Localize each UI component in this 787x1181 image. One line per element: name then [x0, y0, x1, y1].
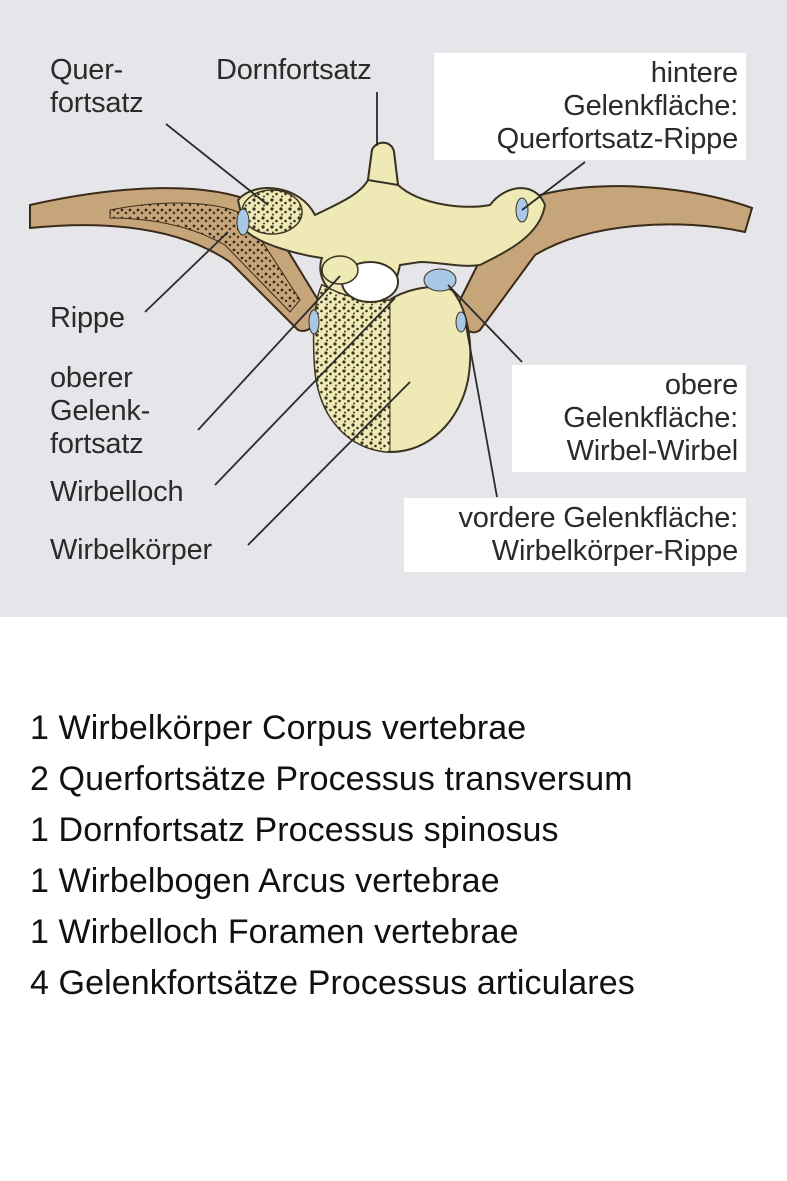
left-transverse-spongy — [241, 189, 303, 235]
vertebral-body-spongy — [313, 284, 391, 453]
anatomy-list: 1 Wirbelkörper Corpus vertebrae 2 Querfo… — [30, 703, 635, 1009]
label-hintere-gelenkflaeche: hintere Gelenkfläche: Querfortsatz-Rippe — [434, 53, 746, 160]
leader-lines — [144, 92, 586, 546]
list-item: 1 Wirbelbogen Arcus vertebrae — [30, 862, 500, 900]
list-item: 1 Wirbelkörper Corpus vertebrae — [30, 709, 527, 747]
label-vordere-gelenkflaeche: vordere Gelenkfläche: Wirbelkörper-Rippe — [404, 498, 746, 572]
list-item: 4 Gelenkfortsätze Processus articulares — [30, 964, 635, 1002]
label-oberer-gelenkfortsatz: oberer Gelenk- fortsatz — [50, 362, 151, 460]
vertebra-diagram: Quer- fortsatz Dornfortsatz hintere Gele… — [0, 0, 787, 617]
label-rippe: Rippe — [50, 302, 125, 334]
vertebral-arch — [236, 141, 547, 300]
label-obere-gelenkflaeche: obere Gelenkfläche: Wirbel-Wirbel — [512, 365, 746, 472]
label-querfortsatz: Quer- fortsatz — [50, 54, 144, 119]
label-wirbelkoerper: Wirbelkörper — [50, 534, 212, 566]
facet-costovertebral-left — [308, 309, 320, 335]
facet-costovertebral-right — [455, 311, 467, 333]
label-dornfortsatz: Dornfortsatz — [216, 54, 372, 86]
facet-costotransverse-left — [236, 208, 250, 236]
superior-articular-process — [321, 255, 359, 285]
list-item: 2 Querfortsätze Processus transversum — [30, 760, 633, 798]
label-wirbelloch: Wirbelloch — [50, 476, 184, 508]
list-item: 1 Wirbelloch Foramen vertebrae — [30, 913, 519, 951]
vertebra-illustration — [29, 92, 754, 546]
spinous-process — [366, 141, 400, 187]
list-item: 1 Dornfortsatz Processus spinosus — [30, 811, 559, 849]
